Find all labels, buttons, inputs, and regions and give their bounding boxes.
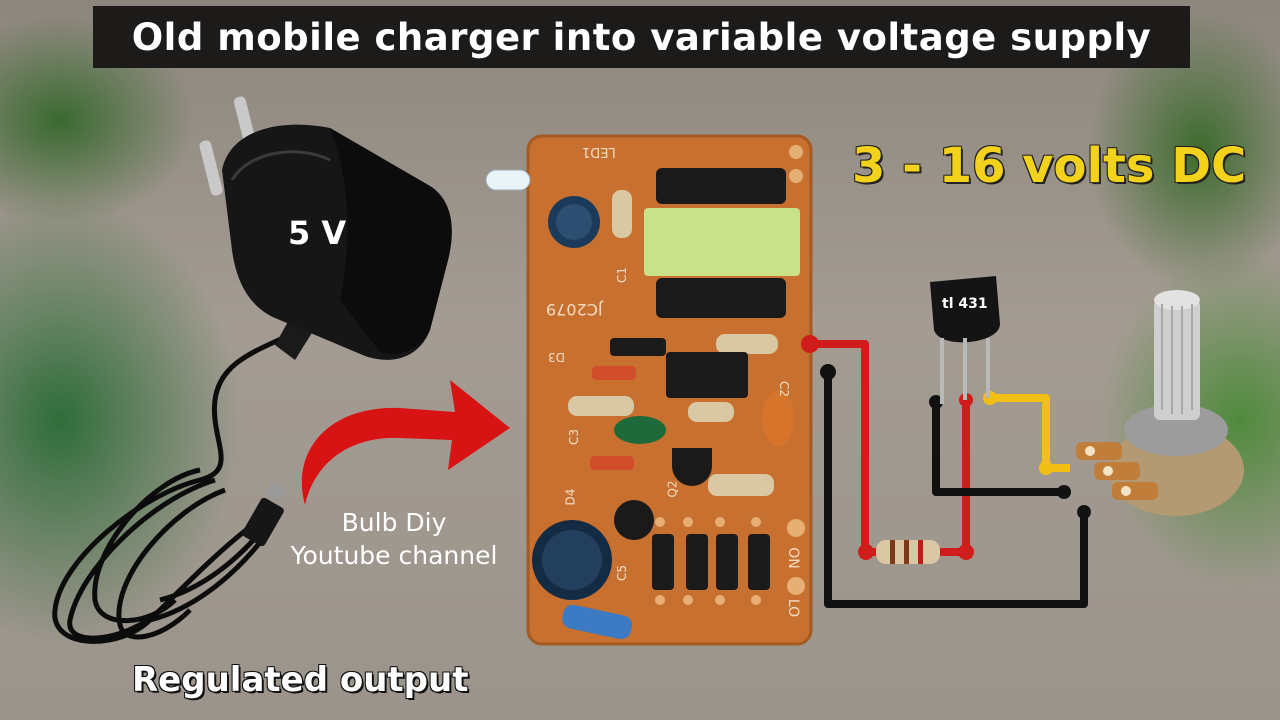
pcb-label-out-plus: ON [784, 547, 801, 569]
charger-cable [52, 327, 302, 644]
title-banner: Old mobile charger into variable voltage… [93, 6, 1190, 68]
pcb-label-c1: C1 [615, 266, 630, 284]
transistor-q2 [672, 448, 712, 486]
wire-black-ground [932, 402, 1064, 496]
pcb-label-led: LED1 [582, 144, 616, 159]
potentiometer [1076, 290, 1244, 516]
diodes [590, 338, 770, 590]
regulated-output-label: Regulated output [132, 660, 469, 700]
charger [52, 96, 452, 644]
wire-black-output [824, 372, 1088, 608]
pcb-label-c3: C3 [567, 428, 582, 446]
watermark: Bulb Diy Youtube channel [264, 506, 524, 572]
charger-voltage-label: 5 V [288, 214, 347, 252]
switching-ic [666, 352, 748, 398]
pcb-label-q2: Q2 [665, 480, 680, 498]
pcb-label-out-minus: LO [785, 598, 802, 618]
transformer-top [656, 168, 786, 204]
voltage-range-label: 3 - 16 volts DC [852, 138, 1247, 194]
wire-yellow [990, 394, 1070, 472]
ceramic-capacitor-orange [762, 390, 794, 446]
wire-joints [801, 335, 1091, 560]
micro-usb-plug [242, 497, 284, 547]
watermark-line1: Bulb Diy [341, 508, 447, 537]
led [485, 169, 531, 191]
pointer-arrow [301, 380, 510, 505]
resistors [562, 190, 778, 640]
pcb-label-d4: D4 [563, 488, 578, 506]
charger-prong-right [199, 140, 223, 196]
pcb-label-d3: D3 [548, 350, 565, 364]
tl431-regulator [930, 276, 1000, 404]
tl431-marking: tl 431 [942, 296, 988, 312]
pcb-label-c5: C5 [615, 564, 630, 582]
pcb-label-model: JC2079 [546, 300, 603, 319]
pcb-board [485, 134, 813, 646]
watermark-line2: Youtube channel [290, 541, 498, 570]
pcb-label-c2: C2 [777, 380, 792, 398]
micro-usb-tip [265, 480, 287, 502]
capacitor-small [614, 500, 654, 540]
transformer-core [644, 208, 800, 276]
transformer-bottom [656, 278, 786, 318]
page-title: Old mobile charger into variable voltage… [131, 15, 1152, 59]
ceramic-capacitor-green [614, 416, 666, 444]
